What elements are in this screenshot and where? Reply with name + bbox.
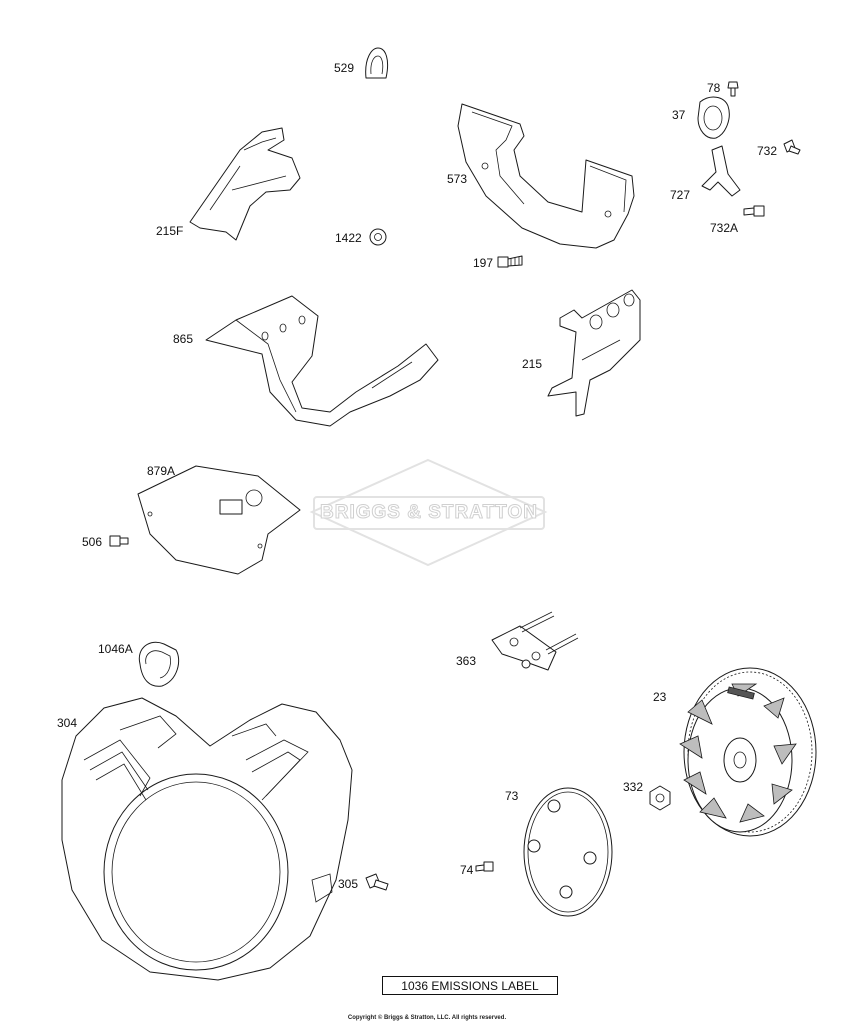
part-332-nut [649, 785, 671, 811]
callout-78: 78 [707, 81, 721, 95]
callout-215: 215 [522, 357, 543, 371]
brand-watermark-text: BRIGGS & STRATTON [320, 502, 538, 524]
callout-305: 305 [338, 877, 359, 891]
copyright-notice: Copyright © Briggs & Stratton, LLC. All … [347, 1015, 507, 1021]
callout-73: 73 [505, 789, 519, 803]
callout-1422: 1422 [335, 231, 362, 245]
callout-573: 573 [447, 172, 468, 186]
part-1046A-seal [138, 641, 180, 687]
callout-1046A: 1046A [98, 642, 133, 656]
part-865-cylinder-shroud [205, 295, 439, 427]
part-506-screw [109, 535, 129, 547]
part-73-screen-cover [523, 787, 613, 917]
part-573-blower-baffle [457, 103, 635, 249]
callout-332: 332 [623, 780, 644, 794]
part-215F-air-shroud [189, 127, 301, 241]
part-37-gasket [697, 96, 730, 139]
callout-304: 304 [57, 716, 78, 730]
callout-529: 529 [334, 61, 355, 75]
brand-watermark-emblem [309, 458, 548, 567]
callout-865: 865 [173, 332, 194, 346]
part-529-grommet [365, 47, 389, 79]
callout-74: 74 [460, 863, 474, 877]
part-732-screw [783, 139, 801, 155]
callout-197: 197 [473, 256, 494, 270]
part-305-screw [365, 873, 389, 891]
part-363-ignition-bracket [491, 611, 579, 671]
emissions-label-box: 1036 EMISSIONS LABEL [382, 976, 558, 995]
callout-727: 727 [670, 188, 691, 202]
part-732A-screw [743, 205, 765, 217]
callout-506: 506 [82, 535, 103, 549]
callout-732: 732 [757, 144, 778, 158]
part-74-screw [475, 861, 494, 872]
callout-363: 363 [456, 654, 477, 668]
part-1422-lock-washer [369, 228, 387, 246]
part-304-blower-housing [61, 697, 353, 981]
part-879A-plate [137, 465, 301, 575]
part-727-bracket [701, 145, 741, 197]
part-23-flywheel [679, 667, 817, 837]
callout-23: 23 [653, 690, 667, 704]
part-78-screw [727, 81, 739, 97]
callout-732A: 732A [710, 221, 739, 235]
callout-879A: 879A [147, 464, 176, 478]
part-215-shroud-bracket [547, 289, 641, 417]
part-197-bolt [497, 255, 523, 268]
callout-215F: 215F [156, 224, 184, 238]
callout-37: 37 [672, 108, 686, 122]
